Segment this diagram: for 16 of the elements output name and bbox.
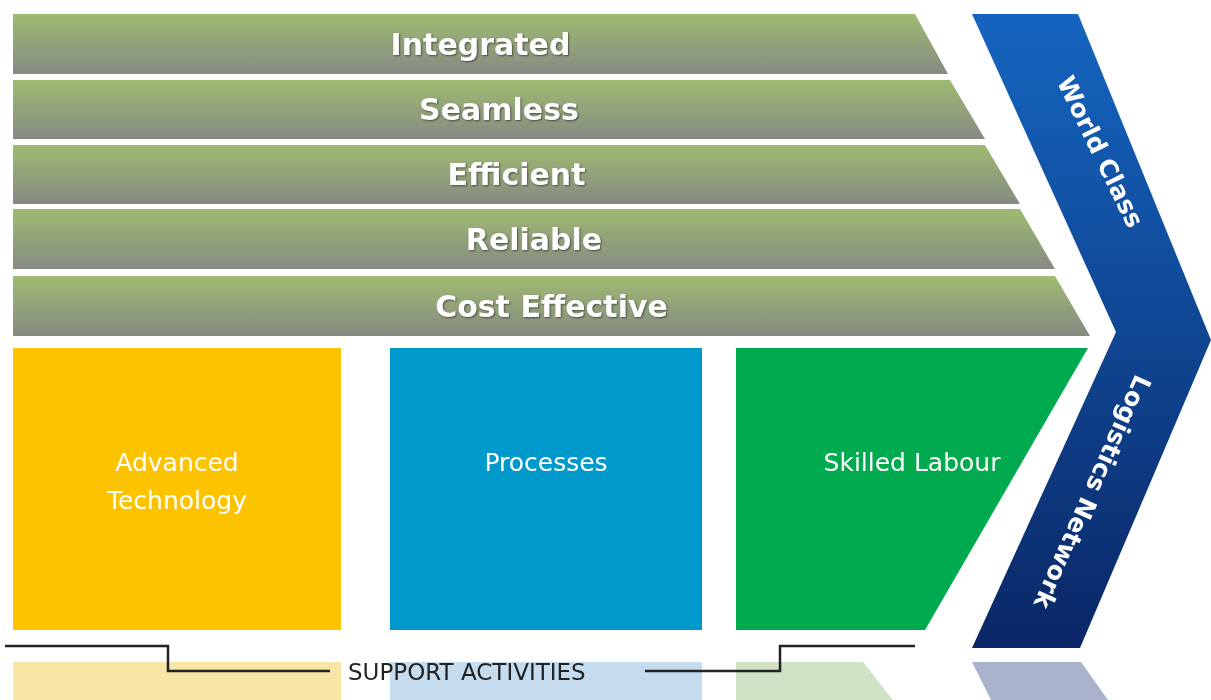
tier-band: [13, 80, 985, 139]
pillar-label: Processes: [483, 447, 609, 479]
band-label: Reliable: [465, 220, 603, 259]
band-label: Integrated: [390, 25, 571, 64]
tier-band: [13, 145, 1020, 204]
pillar-box: [390, 348, 702, 630]
band-label: Efficient: [447, 156, 586, 194]
band-label: Cost Effective: [435, 287, 668, 326]
tier-band: [13, 209, 1055, 269]
section-label: SUPPORT ACTIVITIES: [348, 658, 586, 687]
pillar-box: [13, 348, 341, 630]
band-label: Seamless: [419, 91, 579, 129]
tier-band: [13, 14, 948, 74]
pillar-label: Skilled Labour: [822, 447, 1002, 479]
tier-band: [13, 276, 1090, 336]
pillar-label: Advanced Technology: [105, 447, 248, 517]
